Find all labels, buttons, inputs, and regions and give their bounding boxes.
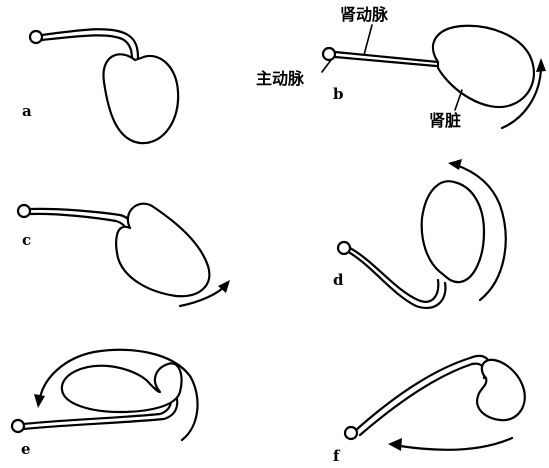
- panel-b-kidney: [433, 26, 534, 107]
- panel-f: f: [333, 356, 525, 465]
- panel-f-artery-inner: [360, 364, 485, 435]
- panel-a-kidney: [103, 54, 178, 143]
- panel-d-artery-outer: [350, 248, 438, 302]
- panel-b-label: b: [333, 85, 344, 103]
- panel-d-label: d: [333, 271, 344, 289]
- panel-a-aorta-end: [30, 31, 42, 43]
- panel-d-aorta-end: [338, 242, 350, 254]
- panel-f-arrowhead: [388, 438, 402, 451]
- panel-b-aorta-end: [323, 48, 335, 60]
- panel-c-aorta-end: [18, 205, 30, 217]
- panel-f-aorta-end: [345, 427, 357, 439]
- panel-e-aorta-end: [12, 420, 24, 432]
- panel-c-kidney: [116, 204, 209, 297]
- panel-e-arrowhead: [34, 394, 45, 408]
- panel-a: a: [22, 29, 178, 143]
- panel-f-kidney: [477, 360, 525, 420]
- panel-b-kidney-leader: [455, 90, 462, 110]
- panel-b-aorta-label: 主动脉: [256, 69, 305, 88]
- panel-c-artery-upper: [30, 209, 134, 228]
- panel-c-label: c: [22, 231, 31, 249]
- panel-d: d: [333, 159, 506, 308]
- panel-f-rotation-arrow: [400, 438, 512, 450]
- panel-d-kidney: [422, 181, 484, 282]
- panel-f-artery-outer: [356, 356, 490, 430]
- panel-b-aorta-leader: [322, 60, 331, 72]
- panel-c-artery-lower: [30, 214, 129, 234]
- panel-b-arrowhead: [536, 58, 546, 72]
- panel-b-renal-artery-leader: [364, 25, 372, 55]
- panel-d-arrowhead: [448, 159, 462, 170]
- panel-e-label: e: [21, 440, 31, 458]
- panel-b-renal-artery-label: 肾动脉: [340, 5, 389, 24]
- panel-f-label: f: [333, 447, 341, 465]
- panel-c: c: [18, 204, 230, 306]
- panel-a-label: a: [22, 102, 32, 120]
- panel-e: e: [12, 350, 198, 458]
- panel-b-artery-lower: [335, 57, 436, 66]
- panel-e-kidney: [62, 363, 182, 412]
- panel-b: 肾动脉 主动脉 肾脏 b: [256, 5, 546, 130]
- panel-b-kidney-label: 肾脏: [429, 111, 461, 130]
